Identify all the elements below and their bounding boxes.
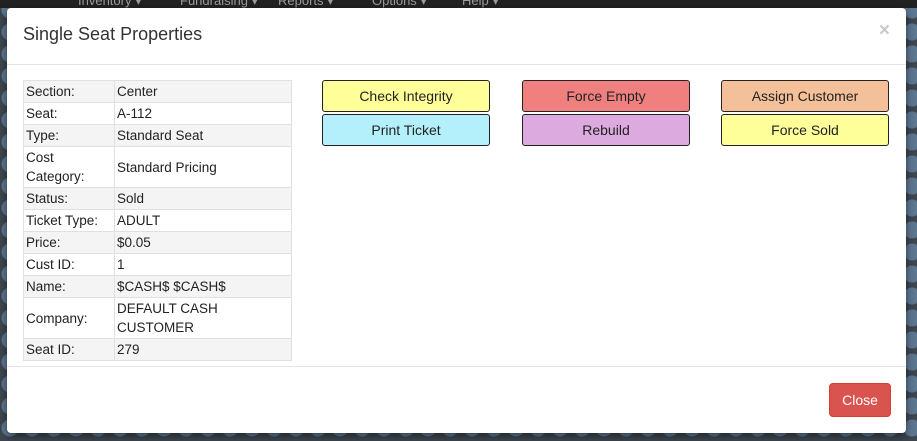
check-integrity-button[interactable]: Check Integrity (322, 80, 490, 112)
property-label: Status: (23, 187, 115, 210)
nav-item-reports[interactable]: Reports ▾ (278, 0, 334, 8)
property-label: Type: (23, 124, 115, 147)
property-value: Sold (114, 187, 292, 210)
modal-header: Single Seat Properties × (7, 8, 906, 65)
property-row: Seat:A-112 (23, 102, 292, 125)
property-label: Ticket Type: (23, 209, 115, 232)
property-row: Type:Standard Seat (23, 124, 292, 147)
property-value: Standard Seat (114, 124, 292, 147)
assign-customer-button[interactable]: Assign Customer (721, 80, 889, 112)
print-ticket-button[interactable]: Print Ticket (322, 114, 490, 146)
property-row: Seat ID:279 (23, 338, 292, 361)
nav-item-inventory[interactable]: Inventory ▾ (78, 0, 142, 8)
modal-title: Single Seat Properties (23, 24, 203, 44)
nav-item-fundraising[interactable]: Fundraising ▾ (180, 0, 259, 8)
property-row: Price:$0.05 (23, 231, 292, 254)
modal-footer-divider (7, 366, 906, 367)
property-label: Seat: (23, 102, 115, 125)
property-label: Section: (23, 80, 115, 103)
property-label: Price: (23, 231, 115, 254)
force-sold-button[interactable]: Force Sold (721, 114, 889, 146)
rebuild-button[interactable]: Rebuild (522, 114, 690, 146)
property-row: Section:Center (23, 80, 292, 103)
property-row: Name:$CASH$ $CASH$ (23, 275, 292, 298)
property-label: Name: (23, 275, 115, 298)
property-label: Cust ID: (23, 253, 115, 276)
property-value: $CASH$ $CASH$ (114, 275, 292, 298)
nav-item-help[interactable]: Help ▾ (462, 0, 499, 8)
close-button[interactable]: Close (829, 383, 891, 417)
nav-item-options[interactable]: Options ▾ (372, 0, 427, 8)
property-row: Cost Category:Standard Pricing (23, 146, 292, 188)
property-row: Company:DEFAULT CASH CUSTOMER (23, 297, 292, 339)
property-value: DEFAULT CASH CUSTOMER (114, 297, 292, 339)
property-value: A-112 (114, 102, 292, 125)
property-value: ADULT (114, 209, 292, 232)
property-label: Company: (23, 297, 115, 339)
property-row: Status:Sold (23, 187, 292, 210)
force-empty-button[interactable]: Force Empty (522, 80, 690, 112)
property-value: 1 (114, 253, 292, 276)
property-row: Ticket Type:ADULT (23, 209, 292, 232)
property-value: Standard Pricing (114, 146, 292, 188)
property-label: Cost Category: (23, 146, 115, 188)
close-icon[interactable]: × (878, 20, 890, 41)
property-value: $0.05 (114, 231, 292, 254)
property-value: 279 (114, 338, 292, 361)
property-row: Cust ID:1 (23, 253, 292, 276)
property-label: Seat ID: (23, 338, 115, 361)
top-navbar: Inventory ▾ Fundraising ▾ Reports ▾ Opti… (0, 0, 917, 8)
property-value: Center (114, 80, 292, 103)
